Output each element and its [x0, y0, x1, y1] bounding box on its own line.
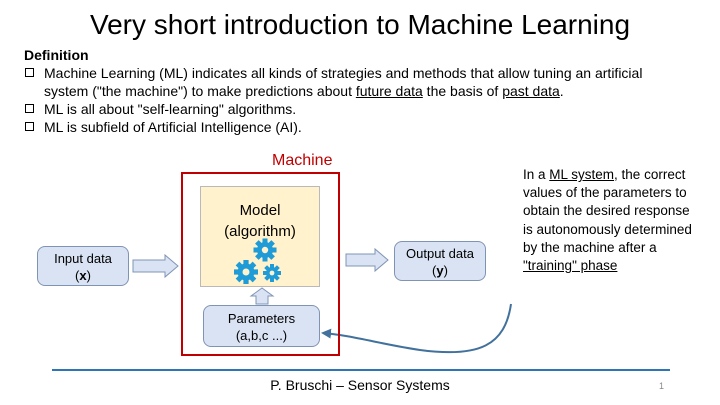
- arrow-up-icon: [249, 287, 275, 305]
- model-box: Model (algorithm): [200, 186, 320, 287]
- checkbox-bullet-icon: [25, 68, 34, 77]
- machine-frame: [181, 172, 340, 356]
- parameters-box: Parameters (a,b,c ...): [203, 305, 320, 347]
- input-variable: x: [79, 268, 87, 283]
- machine-label: Machine: [272, 152, 333, 169]
- input-data-box: Input data (x): [37, 246, 129, 286]
- checkbox-bullet-icon: [25, 122, 34, 131]
- ml-system-underlined: ML system: [549, 167, 615, 182]
- output-data-box: Output data (y): [394, 241, 486, 281]
- bullet-item: ML is all about "self-learning" algorith…: [24, 100, 684, 118]
- arrow-right-icon: [345, 247, 389, 273]
- bullet-item: Machine Learning (ML) indicates all kind…: [24, 64, 684, 100]
- training-curve-arrow: [321, 303, 512, 354]
- footer-author: P. Bruschi – Sensor Systems: [270, 377, 450, 393]
- output-variable: y: [436, 263, 444, 278]
- definition-heading: Definition: [24, 47, 89, 63]
- definition-list: Machine Learning (ML) indicates all kind…: [24, 64, 684, 136]
- checkbox-bullet-icon: [25, 104, 34, 113]
- page-number: 1: [659, 381, 665, 391]
- model-title: Model: [239, 202, 281, 219]
- side-note: In a ML system, the correct values of th…: [523, 167, 692, 274]
- training-phase-underlined: "training" phase: [523, 258, 618, 274]
- model-subtitle: (algorithm): [224, 223, 296, 240]
- footer-divider: [52, 369, 670, 371]
- future-data-underlined: future data: [355, 83, 423, 99]
- past-data-underlined: past data: [502, 83, 560, 99]
- gears-icon: [234, 238, 281, 284]
- slide-title: Very short introduction to Machine Learn…: [89, 9, 631, 40]
- bullet-item: ML is subfield of Artificial Intelligenc…: [24, 118, 684, 136]
- arrow-right-icon: [132, 253, 179, 279]
